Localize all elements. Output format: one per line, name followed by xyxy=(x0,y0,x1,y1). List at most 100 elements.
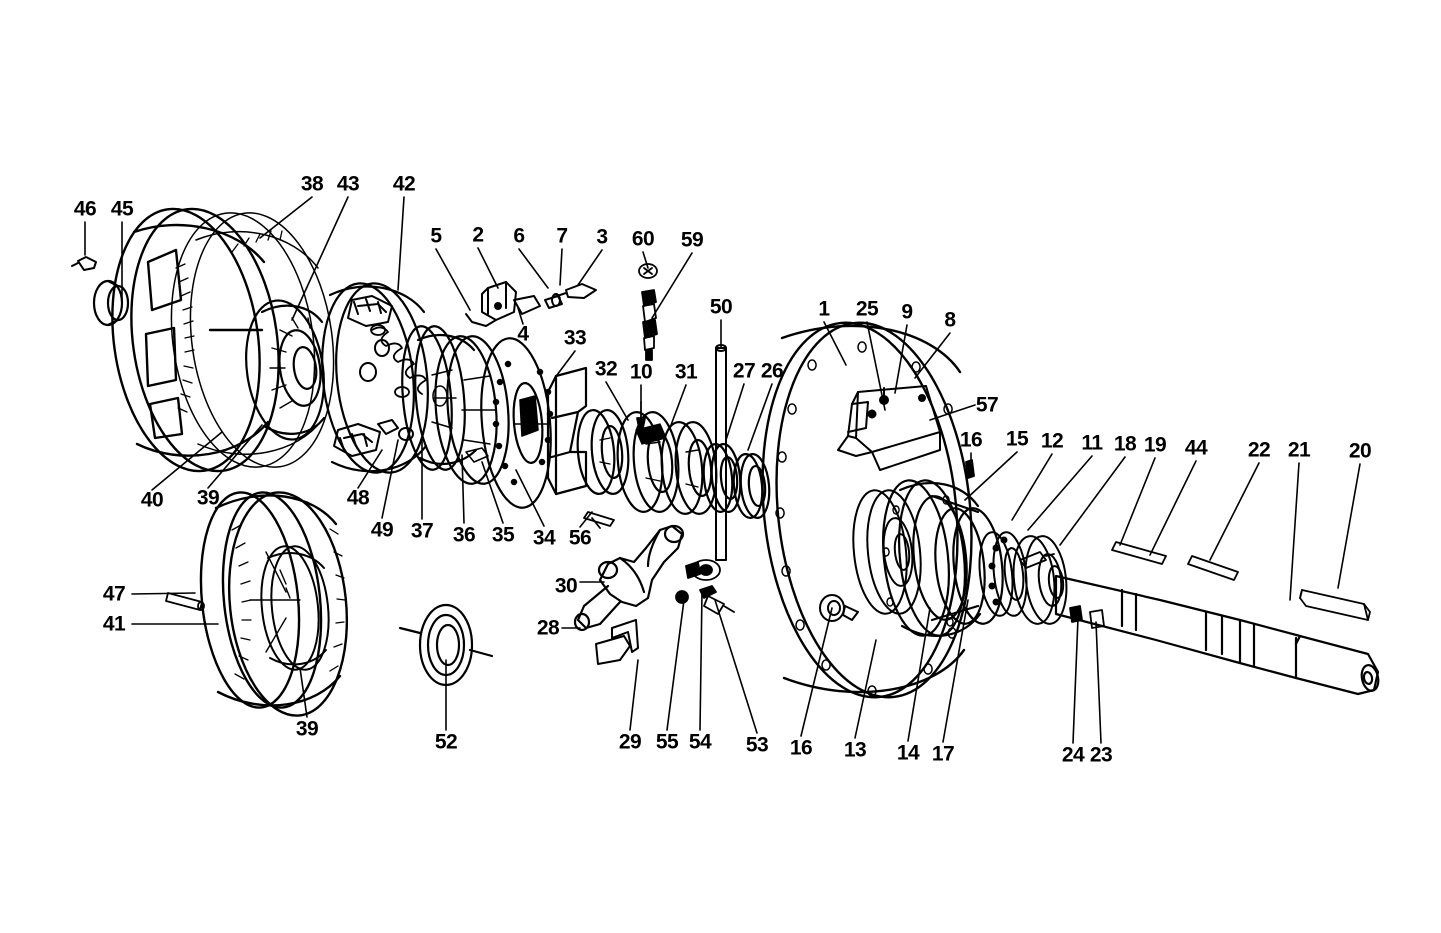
callout-39: 39 xyxy=(295,717,319,741)
callout-37: 37 xyxy=(410,519,434,543)
flywheel-left-spokes xyxy=(269,317,311,409)
callout-38: 38 xyxy=(300,172,324,196)
part-bolt-12 xyxy=(1019,551,1055,569)
clutch-disc-webs xyxy=(431,369,497,463)
callout-17: 17 xyxy=(931,742,955,766)
part-drive-hub-block xyxy=(546,366,588,496)
callout-29: 29 xyxy=(618,730,642,754)
callout-27: 27 xyxy=(732,359,756,383)
part-key-19 xyxy=(1111,541,1167,565)
callout-16: 16 xyxy=(789,736,813,760)
callout-32: 32 xyxy=(594,357,618,381)
callout-30: 30 xyxy=(554,574,578,598)
callout-1: 1 xyxy=(818,297,830,321)
clutch-release-levers xyxy=(333,295,393,457)
callout-18: 18 xyxy=(1113,432,1137,456)
callout-39: 39 xyxy=(196,486,220,510)
leader-lines-top-left xyxy=(84,196,722,376)
callout-45: 45 xyxy=(110,197,134,221)
callout-46: 46 xyxy=(73,197,97,221)
callout-24: 24 xyxy=(1061,743,1085,767)
flywheel-bottom-hub xyxy=(260,545,330,671)
callout-19: 19 xyxy=(1143,433,1167,457)
callout-48: 48 xyxy=(346,486,370,510)
part-top-lever-assembly xyxy=(465,281,597,327)
callout-15: 15 xyxy=(1005,427,1029,451)
part-key-20 xyxy=(1299,589,1371,621)
callout-57: 57 xyxy=(975,393,999,417)
part-oil-seal-52 xyxy=(398,603,494,687)
part-linkage-59 xyxy=(638,263,658,361)
callout-47: 47 xyxy=(102,582,126,606)
callout-9: 9 xyxy=(901,300,913,324)
callout-3: 3 xyxy=(596,225,608,249)
part-clutch-cover xyxy=(321,282,429,474)
callout-35: 35 xyxy=(491,523,515,547)
flywheel-bottom-spokes xyxy=(249,551,301,653)
roller-detail xyxy=(988,536,1008,606)
part-pilot-bushing xyxy=(92,279,130,327)
callout-33: 33 xyxy=(563,326,587,350)
callout-23: 23 xyxy=(1089,743,1113,767)
part-bell-housing xyxy=(761,321,973,699)
callout-60: 60 xyxy=(631,227,655,251)
callout-11: 11 xyxy=(1081,431,1103,455)
clutch-plate-hub xyxy=(513,395,549,437)
callout-41: 41 xyxy=(102,612,126,636)
callout-25: 25 xyxy=(855,297,879,321)
callout-42: 42 xyxy=(392,172,416,196)
part-flywheel-bottom xyxy=(199,491,349,717)
callout-54: 54 xyxy=(688,730,712,754)
callout-12: 12 xyxy=(1040,429,1064,453)
callout-59: 59 xyxy=(680,228,704,252)
callout-2: 2 xyxy=(472,223,484,247)
callout-44: 44 xyxy=(1184,436,1208,460)
part-pin-16 xyxy=(965,459,975,479)
callout-10: 10 xyxy=(629,360,653,384)
part-fastener-54 xyxy=(699,585,717,599)
part-rod-50 xyxy=(715,344,727,561)
part-hinge-pin xyxy=(685,559,721,581)
part-release-fork xyxy=(573,524,685,632)
callout-36: 36 xyxy=(452,523,476,547)
part-bolt-46 xyxy=(71,256,97,271)
callout-52: 52 xyxy=(434,730,458,754)
bell-housing-bolt-holes xyxy=(775,341,957,697)
leader-lines-mid xyxy=(605,381,773,451)
callout-4: 4 xyxy=(517,322,529,346)
callout-21: 21 xyxy=(1287,438,1311,462)
callout-55: 55 xyxy=(655,730,679,754)
callout-22: 22 xyxy=(1247,438,1271,462)
part-bolt-53 xyxy=(703,595,735,615)
part-clutch-disc-rings xyxy=(401,325,510,485)
part-bearing-rollers xyxy=(978,531,1068,625)
inner-hub-ring xyxy=(852,489,922,615)
callout-14: 14 xyxy=(896,741,920,765)
callout-43: 43 xyxy=(336,172,360,196)
callout-31: 31 xyxy=(674,360,698,384)
callout-34: 34 xyxy=(532,526,556,550)
part-dowel-47 xyxy=(165,592,205,611)
part-flywheel-housing-ring xyxy=(111,207,280,473)
part-bearing-stack xyxy=(576,409,771,520)
part-pin-56 xyxy=(583,511,615,529)
clutch-cover-hub xyxy=(359,339,414,441)
gear-teeth-hatch-left xyxy=(175,230,283,413)
housing-boss xyxy=(819,594,859,622)
callout-40: 40 xyxy=(140,488,164,512)
part-output-shaft xyxy=(1054,574,1380,696)
callout-16: 16 xyxy=(959,428,983,452)
callout-5: 5 xyxy=(430,224,442,248)
callout-7: 7 xyxy=(556,224,568,248)
callout-20: 20 xyxy=(1348,439,1372,463)
callout-13: 13 xyxy=(843,738,867,762)
callout-56: 56 xyxy=(568,526,592,550)
callout-49: 49 xyxy=(370,518,394,542)
callout-50: 50 xyxy=(709,295,733,319)
callout-6: 6 xyxy=(513,224,525,248)
part-pin-10 xyxy=(636,401,646,429)
part-key-44 xyxy=(1187,555,1239,581)
bearing-stack-detail xyxy=(599,423,699,488)
